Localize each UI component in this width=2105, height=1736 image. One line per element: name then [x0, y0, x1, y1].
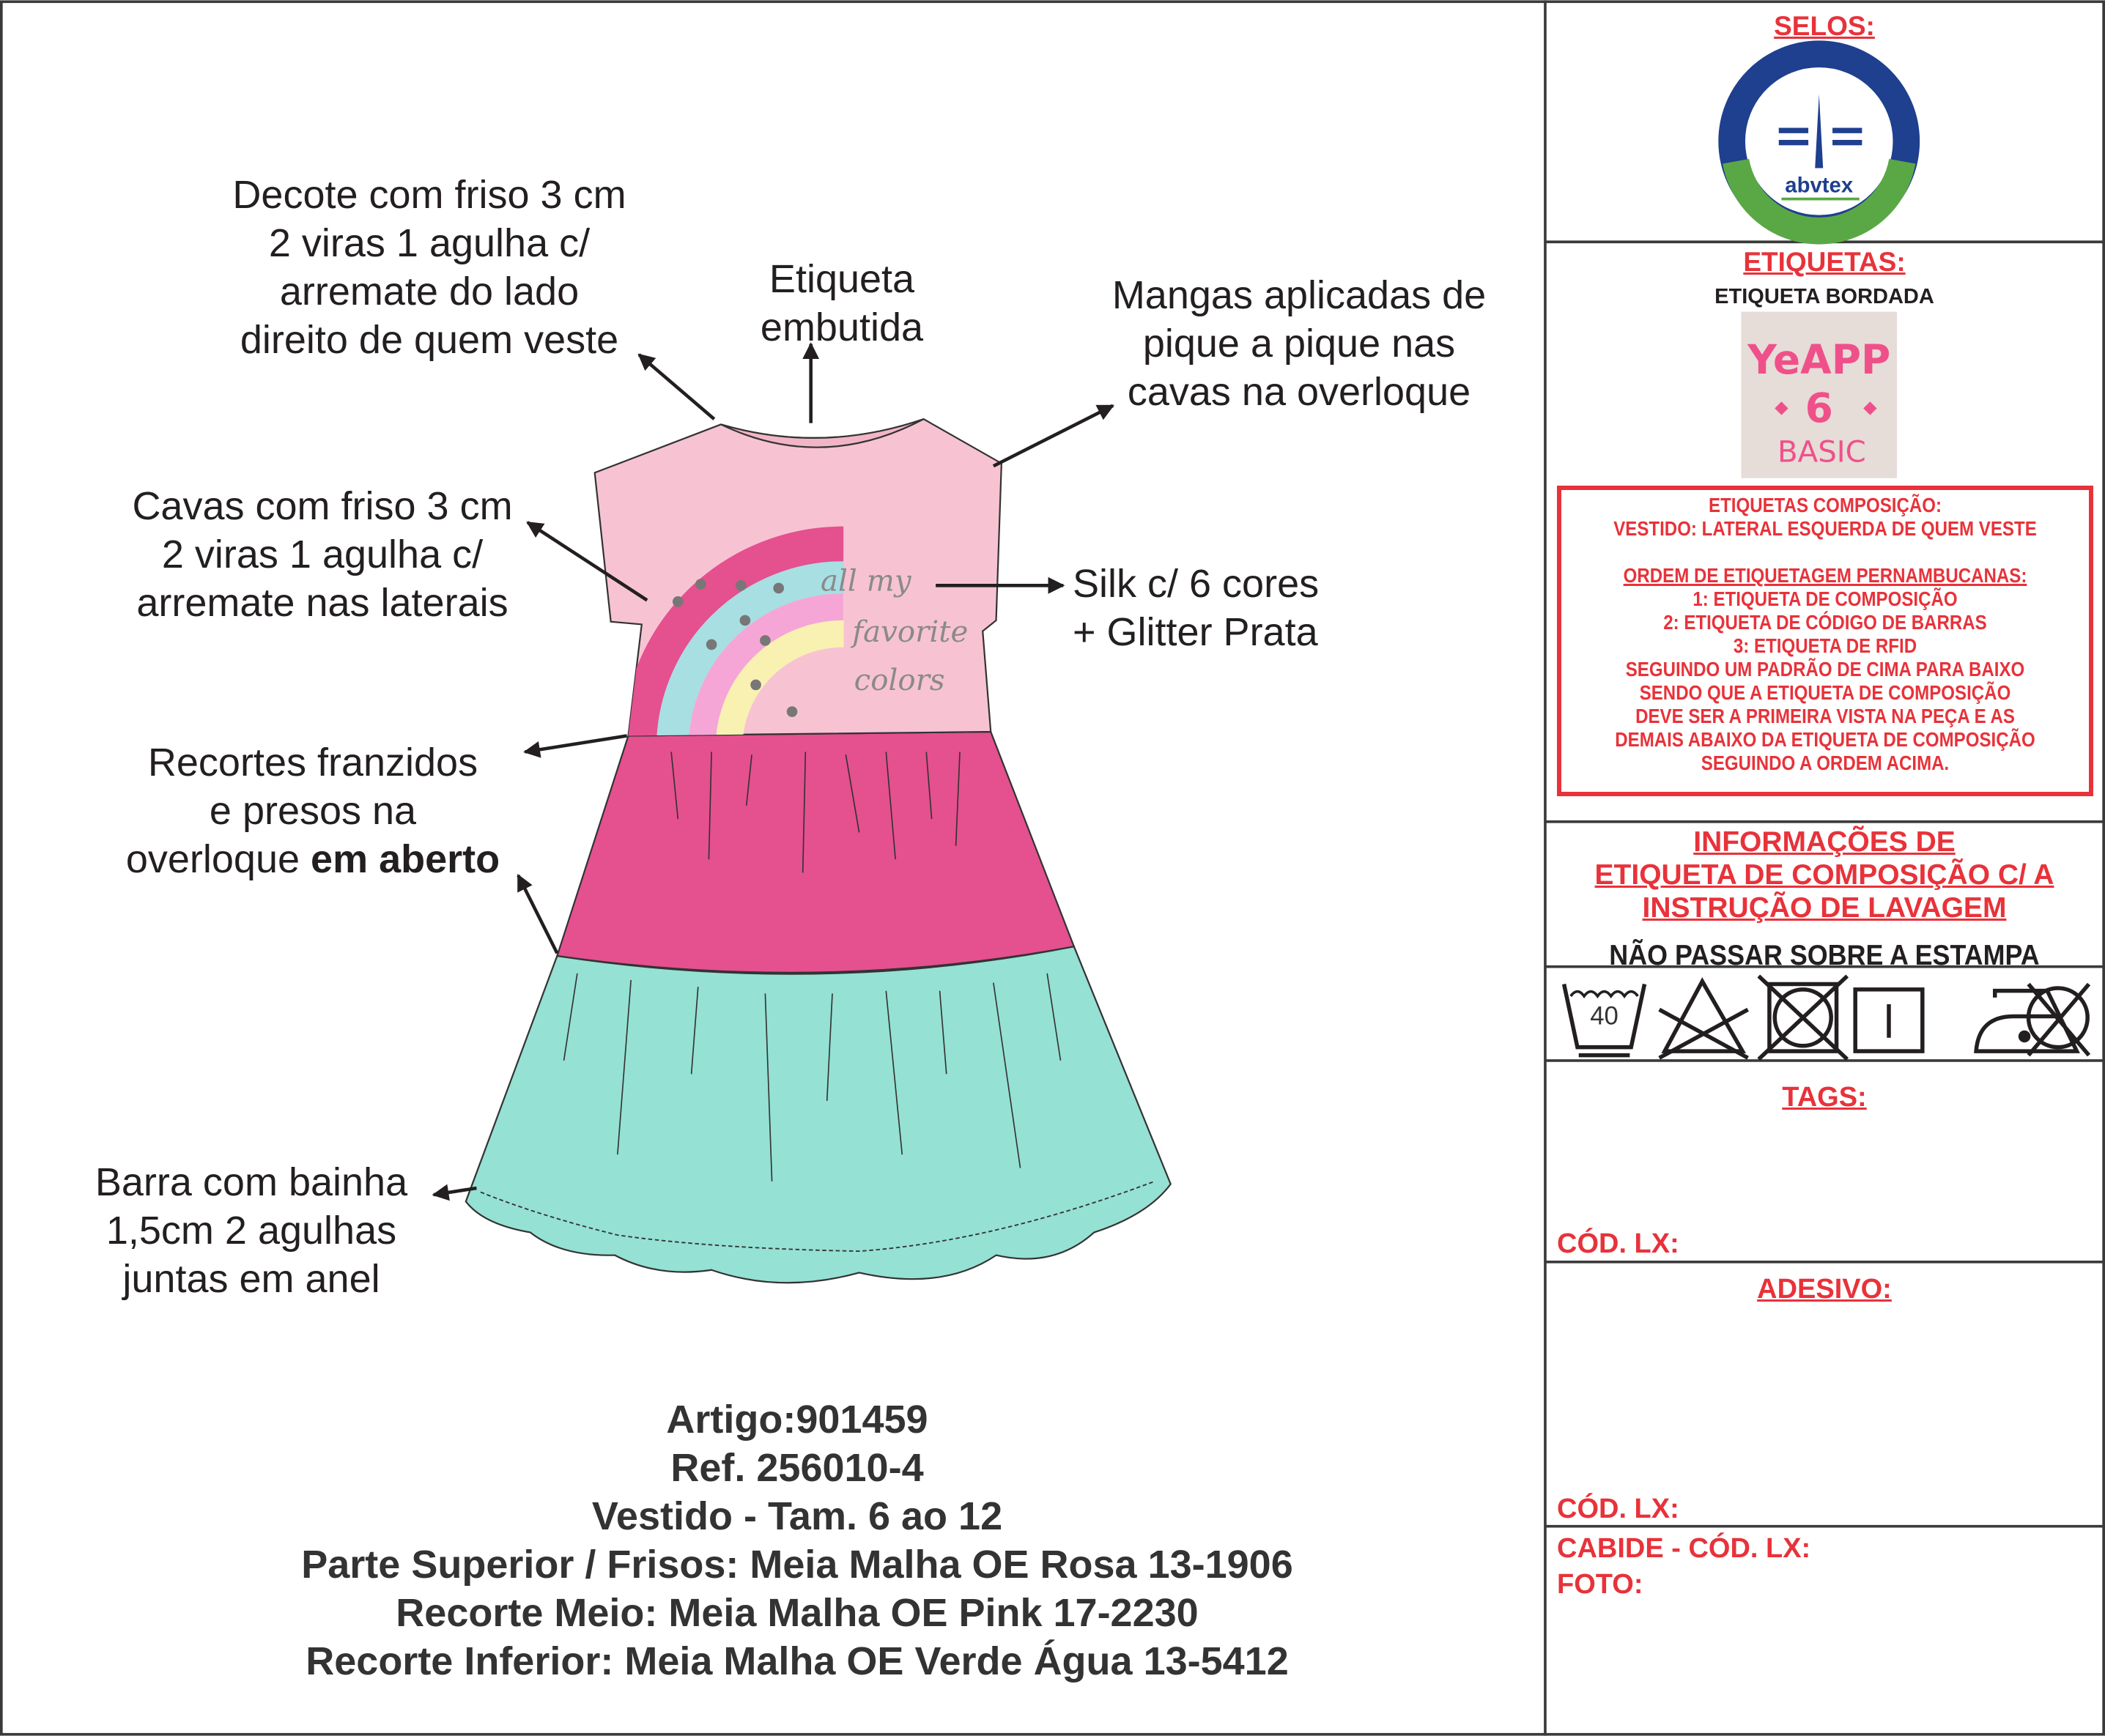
dress-middle-tier: [555, 730, 1076, 973]
info-title: INFORMAÇÕES DE ETIQUETA DE COMPOSIÇÃO C/…: [1546, 826, 2103, 924]
gathers: [563, 752, 1062, 1182]
adesivo-title: ADESIVO:: [1757, 1274, 1892, 1305]
svg-text:6: 6: [1805, 385, 1833, 431]
callout-line: arremate nas laterais: [136, 581, 508, 625]
callout-line: Etiqueta: [769, 257, 915, 301]
callout-line: 2 viras 1 agulha c/: [268, 221, 591, 265]
callout-line: overloque em aberto: [126, 835, 500, 883]
composition-line: SENDO QUE A ETIQUETA DE COMPOSIÇÃO: [1639, 681, 2011, 704]
product-article: Artigo:901459: [666, 1398, 928, 1442]
wash-40-icon: 40: [1561, 983, 1647, 1058]
composition-box: [1557, 486, 2093, 796]
info-title-line: INFORMAÇÕES DE: [1693, 826, 1956, 858]
svg-text:YeAPP: YeAPP: [1747, 336, 1890, 383]
composition-line: DEMAIS ABAIXO DA ETIQUETA DE COMPOSIÇÃO: [1615, 728, 2035, 751]
callout-line: Mangas aplicadas de: [1111, 273, 1487, 317]
callout-line: 2 viras 1 agulha c/: [161, 533, 484, 576]
cod-lx-adesivo: CÓD. LX:: [1557, 1494, 1679, 1524]
iron-low-icon: [1974, 988, 2080, 1053]
do-not-bleach-icon: [1658, 977, 1749, 1060]
callout-line: juntas em anel: [122, 1257, 380, 1301]
callout-mangas: Mangas aplicadas de pique a pique nas ca…: [1112, 271, 1486, 416]
callout-line: Barra com bainha: [95, 1160, 408, 1204]
info-title-line: INSTRUÇÃO DE LAVAGEM: [1642, 892, 2007, 924]
print-text: all my favorite colors: [821, 564, 968, 698]
warning-text: NÃO PASSAR SOBRE A ESTAMPA: [1609, 940, 2040, 971]
callout-line: Cavas com friso 3 cm: [132, 484, 513, 528]
do-not-dry-clean-icon: [2026, 982, 2091, 1057]
embroidered-label: YeAPP 6 BASIC: [1741, 311, 1897, 478]
callout-line: Decote com friso 3 cm: [232, 173, 626, 217]
abvtex-seal: abvtex: [1718, 40, 1920, 245]
foto-label: FOTO:: [1557, 1569, 1643, 1600]
callout-text: overloque: [125, 837, 311, 881]
callout-decote: Decote com friso 3 cm 2 viras 1 agulha c…: [232, 171, 626, 364]
callout-barra: Barra com bainha 1,5cm 2 agulhas juntas …: [95, 1158, 407, 1303]
callout-line: Recortes franzidos: [147, 741, 478, 784]
product-type: Vestido - Tam. 6 ao 12: [591, 1494, 1003, 1538]
dress-hem-stitch: [480, 1180, 1155, 1253]
etiqueta-type: ETIQUETA BORDADA: [1714, 285, 1934, 308]
composition-line: ETIQUETAS COMPOSIÇÃO:: [1709, 494, 1942, 516]
care-icons: 40: [1561, 974, 2091, 1061]
dress-illustration: [465, 418, 1172, 1284]
product-info: Artigo:901459 Ref. 256010-4 Vestido - Ta…: [301, 1395, 1293, 1685]
svg-text:favorite: favorite: [850, 615, 968, 649]
callout-silk: Silk c/ 6 cores + Glitter Prata: [1073, 560, 1319, 656]
callout-line: cavas na overloque: [1127, 370, 1471, 414]
etiquetas-title: ETIQUETAS:: [1743, 247, 1906, 277]
composition-line: SEGUINDO UM PADRÃO DE CIMA PARA BAIXO: [1625, 658, 2025, 680]
composition-line: 1: ETIQUETA DE COMPOSIÇÃO: [1692, 587, 1958, 610]
selos-title: SELOS:: [1774, 11, 1875, 41]
composition-line: SEGUINDO A ORDEM ACIMA.: [1701, 752, 1950, 774]
callout-etiqueta: Etiqueta embutida: [761, 255, 923, 352]
callout-line: arremate do lado: [279, 270, 580, 314]
svg-text:all my: all my: [821, 564, 912, 598]
rainbow-print: [621, 526, 1002, 736]
product-fabric-middle: Recorte Meio: Meia Malha OE Pink 17-2230: [396, 1591, 1199, 1635]
callout-recortes: Recortes franzidos e presos na overloque…: [126, 738, 500, 883]
callout-cavas: Cavas com friso 3 cm 2 viras 1 agulha c/…: [132, 482, 512, 627]
dry-flat-icon: [1853, 987, 1925, 1053]
callout-line: Silk c/ 6 cores: [1073, 562, 1320, 606]
composition-blank: [1594, 541, 2056, 564]
callout-arrows: [432, 342, 1114, 1201]
product-fabric-top: Parte Superior / Frisos: Meia Malha OE R…: [301, 1543, 1293, 1587]
svg-text:colors: colors: [854, 663, 945, 697]
dress-bottom-tier: [465, 945, 1172, 1284]
cabide-cod-lx: CABIDE - CÓD. LX:: [1557, 1533, 1811, 1564]
callout-line: direito de quem veste: [240, 318, 619, 362]
info-title-line: ETIQUETA DE COMPOSIÇÃO C/ A: [1594, 859, 2054, 891]
svg-text:40: 40: [1590, 1001, 1618, 1030]
composition-text: ETIQUETAS COMPOSIÇÃO: VESTIDO: LATERAL E…: [1557, 494, 2093, 775]
svg-text:BASIC: BASIC: [1777, 435, 1866, 470]
neckband: [720, 418, 925, 448]
tags-title: TAGS:: [1782, 1082, 1867, 1113]
callout-line: e presos na: [209, 789, 417, 833]
svg-text:abvtex: abvtex: [1785, 173, 1854, 197]
callout-line: 1,5cm 2 agulhas: [106, 1209, 397, 1253]
callout-line: embutida: [760, 305, 924, 349]
composition-line: DEVE SER A PRIMEIRA VISTA NA PEÇA E AS: [1635, 705, 2015, 727]
product-ref: Ref. 256010-4: [670, 1446, 924, 1490]
do-not-tumble-dry-icon: [1757, 974, 1849, 1061]
composition-line: VESTIDO: LATERAL ESQUERDA DE QUEM VESTE: [1613, 517, 2037, 540]
composition-line: 2: ETIQUETA DE CÓDIGO DE BARRAS: [1663, 611, 1987, 634]
composition-line: ORDEM DE ETIQUETAGEM PERNAMBUCANAS:: [1623, 564, 2027, 587]
callout-line: pique a pique nas: [1142, 322, 1456, 366]
product-fabric-bottom: Recorte Inferior: Meia Malha OE Verde Ág…: [306, 1639, 1289, 1683]
cod-lx-tags: CÓD. LX:: [1557, 1228, 1679, 1259]
callout-line: + Glitter Prata: [1073, 610, 1318, 654]
callout-bold-text: em aberto: [311, 837, 500, 881]
composition-line: 3: ETIQUETA DE RFID: [1733, 634, 1917, 657]
